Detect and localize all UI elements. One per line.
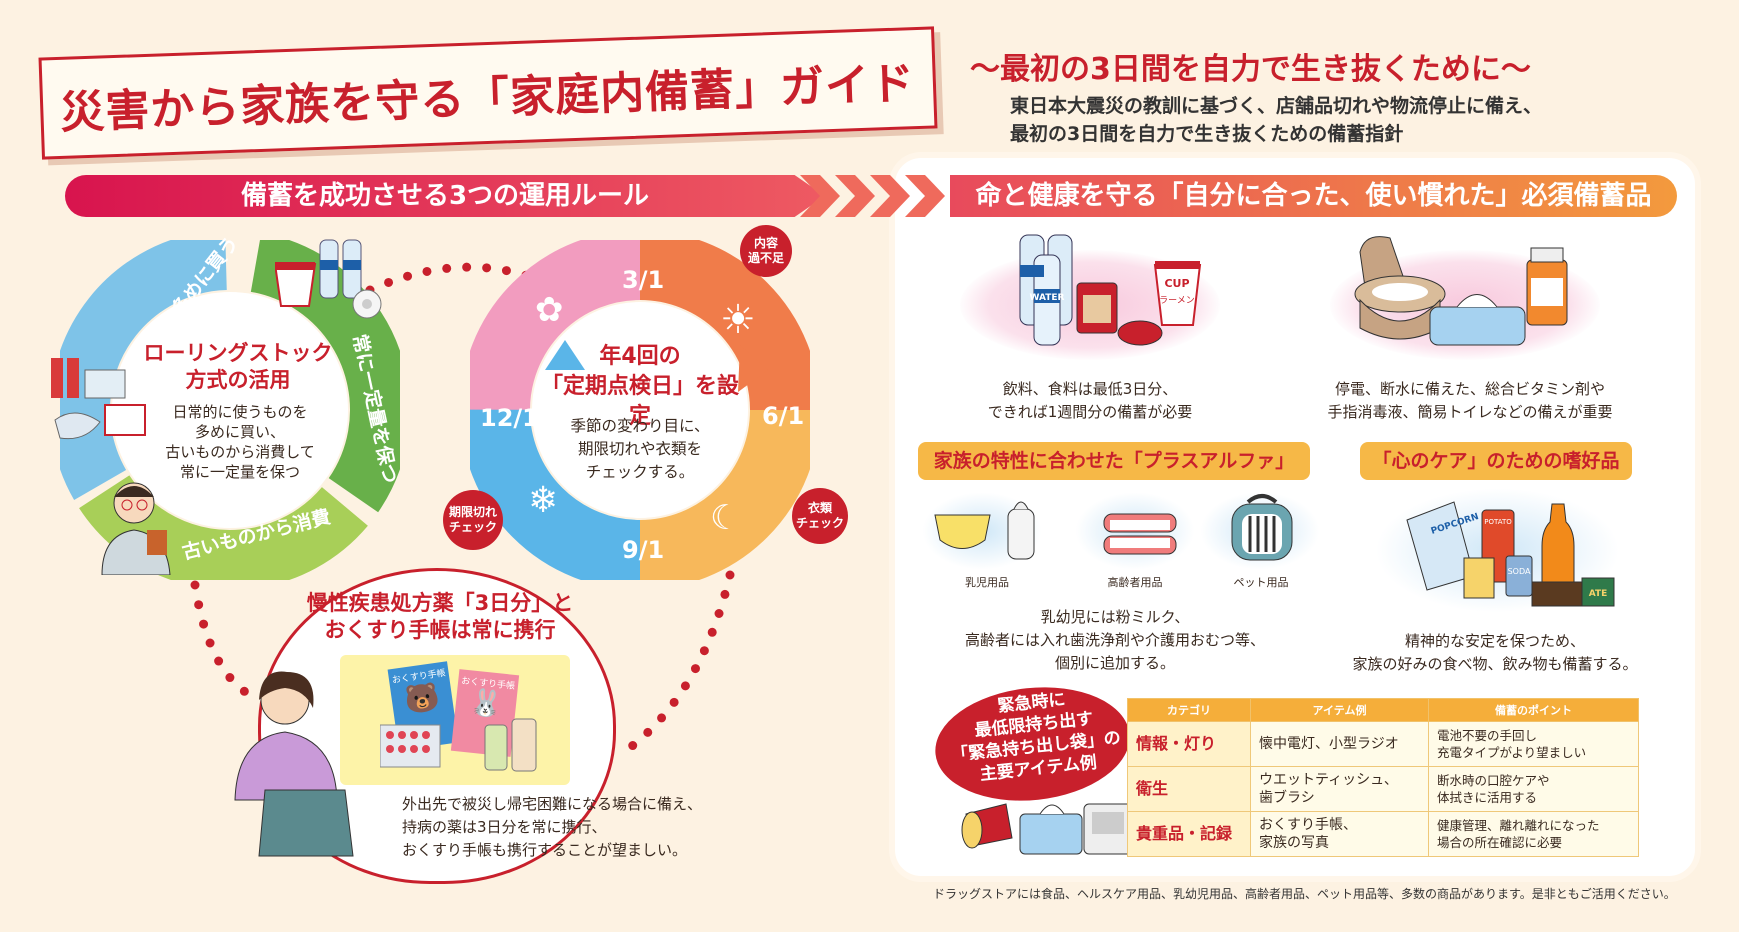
potato-label: POTATO [1484,518,1512,526]
page-subtitle: 〜最初の3日間を自力で生き抜くために〜 [970,52,1531,87]
pet-carrier-icon [1231,494,1293,561]
flower-icon: ✿ [535,290,564,330]
date-autumn: 9/1 [622,536,665,564]
header-items: アイテム例 [1250,698,1429,722]
water-ramen-icon [275,239,382,319]
date-winter: 12/1 [480,404,539,432]
inspection-title: 年4回の 「定期点検日」を設定 [540,344,739,429]
page-description: 東日本大震災の教訓に基づく、店舗品切れや物流停止に備え、 最初の3日間を自力で生… [1010,95,1543,145]
rolling-stock-title: ローリングストック 方式の活用 [143,341,333,392]
stock-supplies-icon [51,358,146,440]
rolling-stock-desc: 日常的に使うものを 多めに買い、 古いものから消費して 常に一定量を保つ [165,403,315,481]
header-category: カテゴリ [1127,698,1251,722]
care-caption: 精神的な安定を保つため、 家族の好みの食べ物、飲み物も備蓄する。 [1352,632,1638,673]
snacks-icon: POPCORN POTATO SODA ATE [1406,501,1615,607]
table-row: 衛生 ウエットティッシュ、歯ブラシ 断水時の口腔ケアや体拭きに活用する [1127,766,1639,812]
woman-with-bag-icon [234,671,354,857]
arc-consume [60,240,400,580]
arc-winter [470,240,810,580]
bubble-clothing-check: 衣類チェック [792,488,848,544]
ramen-label: ラーメン [1159,295,1195,306]
rolling-stock-cycle [60,240,400,580]
baby-items-icon [934,501,1035,560]
denture-icon [1103,513,1177,555]
medicine-desc: 外出先で被災し帰宅困難になる場合に備え、 持病の薬は3日分を常に携行、 おくすり… [402,795,703,859]
care-tag: 「心のケア」のための嗜好品 [1360,442,1632,480]
plus-alpha-caption: 乳幼児には粉ミルク、 高齢者には入れ歯洗浄剤や介護用おむつ等、 個別に追加する。 [964,608,1265,672]
pet-label: ペット用品 [1233,576,1289,589]
sun-icon: ☀ [720,297,756,343]
hygiene-caption: 停電、断水に備えた、総合ビタミン剤や 手指消毒液、簡易トイレなどの備えが重要 [1327,380,1613,421]
pills-icon [380,718,537,772]
inspection-cycle [470,240,810,580]
food-caption: 飲料、食料は最低3日分、 できれば1週間分の備蓄が必要 [987,380,1193,421]
plus-alpha-tag: 家族の特性に合わせた「プラスアルファ」 [918,442,1310,480]
soda-label: SODA [1508,567,1531,576]
footer-note: ドラッグストアには食品、ヘルスケア用品、乳幼児用品、高齢者用品、ペット用品等、多… [933,887,1676,901]
snowflake-icon: ❄ [528,480,559,521]
medicine-title: 慢性疾患処方薬「3日分」と おくすり手帳は常に携行 [306,591,574,642]
arc-keep [60,240,400,580]
essentials-banner: 命と健康を守る「自分に合った、使い慣れた」必須備蓄品 [950,175,1677,217]
date-spring: 3/1 [622,266,665,294]
elderly-label: 高齢者用品 [1107,576,1163,589]
arc-buy [60,240,400,580]
date-summer: 6/1 [762,402,805,430]
baby-label: 乳児用品 [965,576,1009,589]
person-eating-icon [101,482,171,575]
table-row: 貴重品・記録 おくすり手帳、家族の写真 健康管理、離れ離れになった場合の所在確認… [1127,811,1639,857]
inspection-desc: 季節の変わり目に、 期限切れや衣類を チェックする。 [570,417,710,481]
bubble-content-check: 内容過不足 [740,225,792,277]
toilet-wipes-vitamin-icon [1354,236,1568,346]
water-label: WATER [1029,293,1064,303]
kit-table: カテゴリ アイテム例 備蓄のポイント 情報・灯り 懐中電灯、小型ラジオ 電池不要… [1127,698,1639,857]
rules-banner: 備蓄を成功させる3つの運用ルール [65,175,825,217]
chocolate-label: ATE [1589,589,1608,599]
water-food-icon: WATER CUP ラーメン [1019,234,1202,346]
moon-icon: ☾ [710,498,741,538]
cup-label: CUP [1164,277,1189,290]
header-point: 備蓄のポイント [1428,698,1639,722]
flashlight-radio-icon [961,803,1133,855]
bubble-expiry-check: 期限切れチェック [443,490,503,550]
table-row: 情報・灯り 懐中電灯、小型ラジオ 電池不要の手回し充電タイプがより望ましい [1127,721,1639,767]
